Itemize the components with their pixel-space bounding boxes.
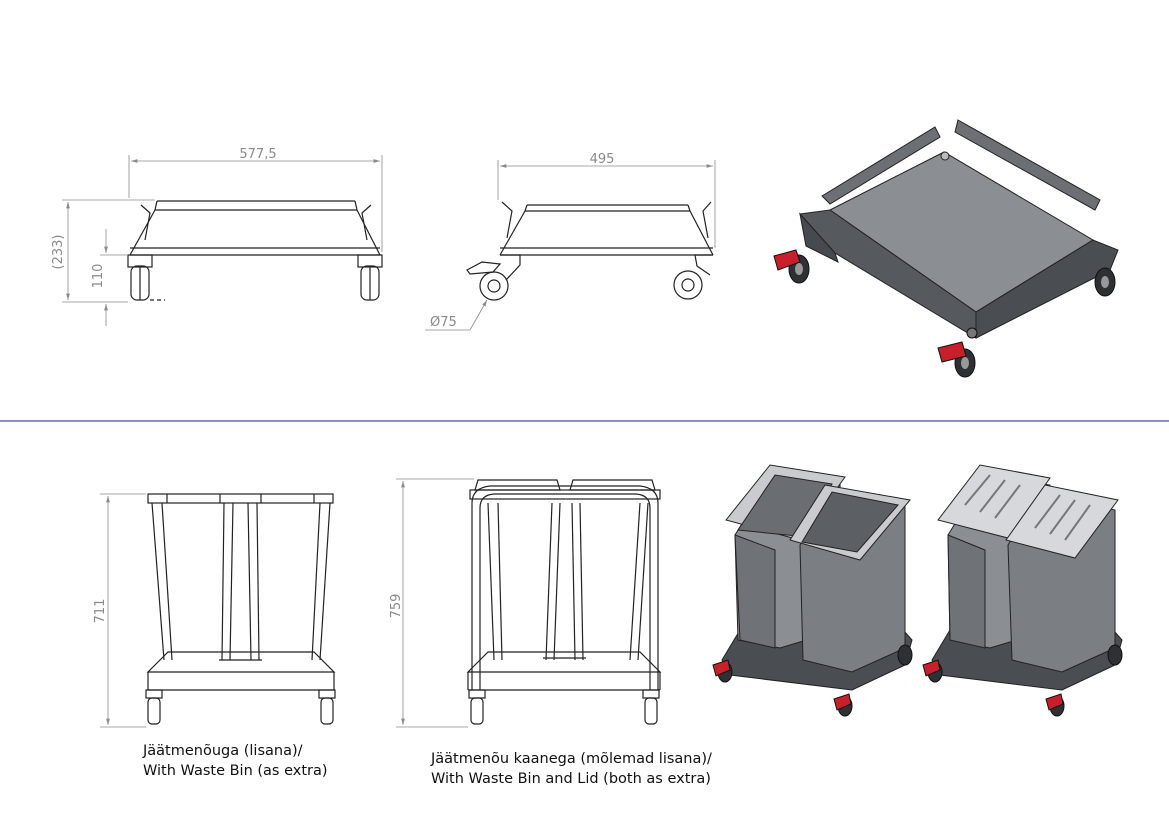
bin-front-view-drawing — [145, 493, 336, 725]
waste-bin-caption-line2: With Waste Bin (as extra) — [143, 763, 328, 779]
side-view-dimensions — [425, 160, 716, 331]
front-width-dimension: 577,5 — [239, 147, 276, 162]
iso-caster-right — [1094, 267, 1116, 297]
side-right-caster — [673, 254, 713, 300]
iso-caster-front — [937, 327, 978, 378]
wheel-diameter-dimension: Ø75 — [430, 315, 457, 330]
front-left-wheel — [127, 254, 153, 301]
waste-bin-lid-caption-line1: Jäätmenõu kaanega (mõlemad lisana)/ — [431, 751, 712, 767]
waste-bin-lid-caption-line2: With Waste Bin and Lid (both as extra) — [431, 771, 711, 787]
front-total-height-dimension: (233) — [51, 235, 66, 270]
side-left-caster — [466, 254, 521, 301]
bin-lid-height-dimension-lines — [396, 478, 474, 728]
waste-bin-caption: Jäätmenõuga (lisana)/ With Waste Bin (as… — [143, 741, 328, 781]
isometric-trolley-render — [773, 119, 1119, 378]
front-view-drawing — [127, 200, 383, 301]
bin-lid-height-dimension: 759 — [389, 594, 404, 619]
isometric-bins-open-render — [712, 464, 913, 717]
front-view-dimensions — [62, 155, 383, 326]
waste-bin-caption-line1: Jäätmenõuga (lisana)/ — [143, 743, 303, 759]
isometric-bins-lid-render — [922, 464, 1123, 717]
side-width-dimension: 495 — [590, 152, 615, 167]
bin-height-dimension: 711 — [93, 599, 108, 624]
front-right-wheel — [357, 254, 383, 301]
front-frame-height-dimension: 110 — [91, 264, 106, 289]
waste-bin-lid-caption: Jäätmenõu kaanega (mõlemad lisana)/ With… — [431, 749, 712, 789]
bin-height-dimension-lines — [100, 493, 146, 728]
iso-caster-left — [773, 249, 810, 284]
bin-lid-front-view-drawing — [466, 479, 662, 725]
side-view-drawing — [466, 201, 714, 301]
